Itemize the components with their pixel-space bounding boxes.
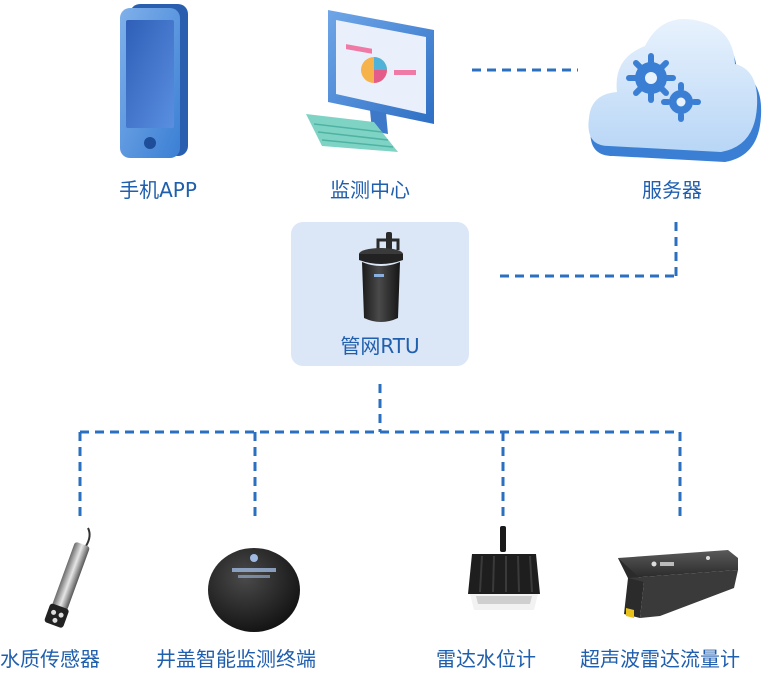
phone-app-label: 手机APP (119, 178, 197, 202)
ultrasonic-flowmeter-label: 超声波雷达流量计 (580, 647, 740, 671)
computer-icon (306, 10, 434, 152)
radar-level-meter-label: 雷达水位计 (436, 647, 536, 671)
rtu-device-icon (359, 232, 403, 322)
monitoring-center-label: 监测中心 (330, 178, 410, 202)
water-quality-sensor-label: 水质传感器 (0, 647, 100, 671)
phone-icon (120, 4, 188, 158)
ultrasonic-flowmeter-icon (618, 550, 738, 618)
water-quality-sensor-icon (44, 527, 91, 628)
radar-level-meter-icon (468, 526, 540, 610)
cloud-server-icon (588, 19, 762, 162)
manhole-terminal-icon (208, 548, 300, 632)
server-label: 服务器 (642, 178, 702, 202)
manhole-terminal-label: 井盖智能监测终端 (156, 647, 316, 671)
pipe-rtu-label: 管网RTU (340, 334, 420, 358)
